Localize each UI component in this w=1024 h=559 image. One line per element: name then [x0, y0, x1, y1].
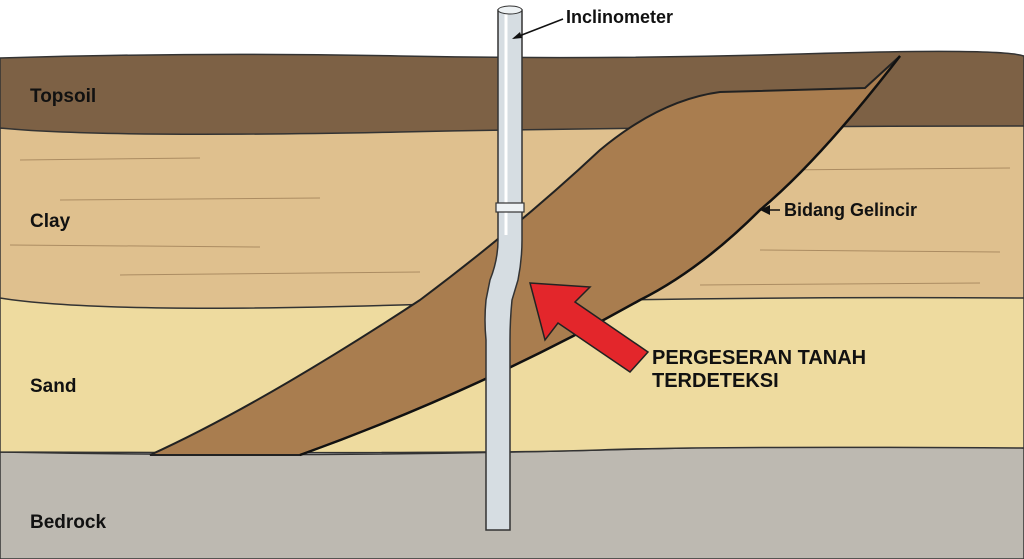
slip-plane-label: Bidang Gelincir — [784, 200, 918, 220]
layer-label-sand: Sand — [30, 376, 77, 397]
inclinometer-leader — [512, 18, 564, 39]
displacement-label-line1: PERGESERAN TANAH — [652, 347, 867, 369]
layer-label-clay: Clay — [30, 211, 71, 232]
layer-bedrock — [0, 444, 1024, 559]
slip-plane-line — [299, 55, 901, 457]
inclinometer-pipe — [484, 5, 525, 531]
inclinometer-label: Inclinometer — [566, 7, 674, 27]
displacement-label-line2: TERDETEKSI — [652, 370, 779, 392]
layer-label-bedrock: Bedrock — [30, 512, 107, 533]
slip-plane-leader — [760, 205, 780, 215]
clay-texture — [9, 157, 1011, 286]
layer-label-topsoil: Topsoil — [30, 86, 97, 107]
displacement-arrow-icon — [529, 282, 650, 373]
